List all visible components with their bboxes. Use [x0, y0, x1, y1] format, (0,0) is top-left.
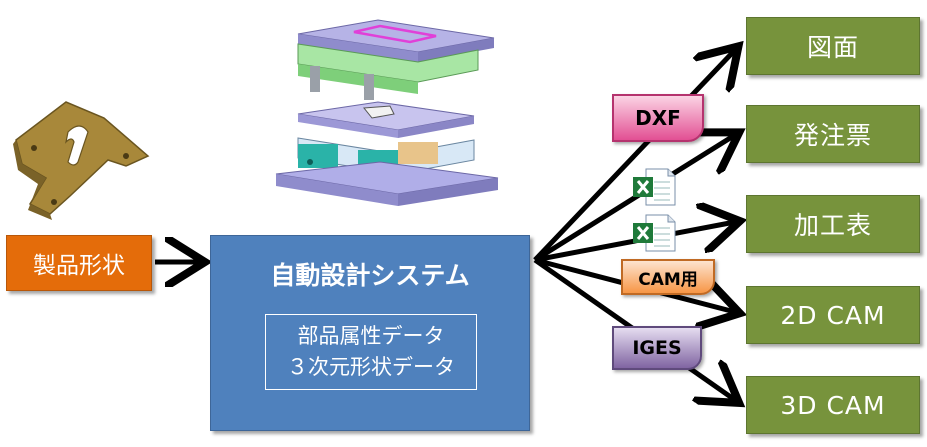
excel-file-icon — [633, 214, 676, 252]
product-shape-box: 製品形状 — [6, 235, 152, 291]
die-set-illustration — [275, 19, 499, 206]
cam-format-tag: CAM用 — [621, 259, 715, 295]
output-2dcam-label: 2D CAM — [780, 300, 886, 330]
output-zumen-label: 図面 — [806, 33, 859, 62]
excel-file-icon — [633, 168, 676, 206]
output-zumen-box: 図面 — [746, 17, 920, 75]
output-hacchuhyo-label: 発注票 — [793, 121, 872, 150]
output-kakohyo-label: 加工表 — [793, 211, 872, 240]
iges-format-tag: IGES — [612, 326, 702, 370]
arrow-to-zumen — [533, 50, 735, 262]
dxf-format-tag: DXF — [612, 94, 704, 142]
output-3dcam-box: 3D CAM — [746, 376, 920, 434]
output-hacchuhyo-box: 発注票 — [746, 105, 920, 163]
cam-label: CAM用 — [638, 269, 698, 290]
arrow-to-hacchuhyo — [533, 135, 735, 263]
auto-design-system-box: 自動設計システム 部品属性データ ３次元形状データ — [210, 235, 530, 431]
system-title: 自動設計システム — [270, 261, 470, 290]
product-shape-label: 製品形状 — [33, 253, 125, 279]
output-3dcam-label: 3D CAM — [780, 390, 886, 420]
dxf-label: DXF — [635, 106, 681, 130]
output-kakohyo-box: 加工表 — [746, 195, 920, 253]
data-line-2: ３次元形状データ — [287, 355, 455, 379]
system-data-box: 部品属性データ ３次元形状データ — [265, 314, 477, 390]
output-2dcam-box: 2D CAM — [746, 286, 920, 344]
iges-label: IGES — [632, 337, 682, 359]
data-line-1: 部品属性データ — [297, 324, 445, 348]
product-part-illustration — [13, 101, 150, 220]
